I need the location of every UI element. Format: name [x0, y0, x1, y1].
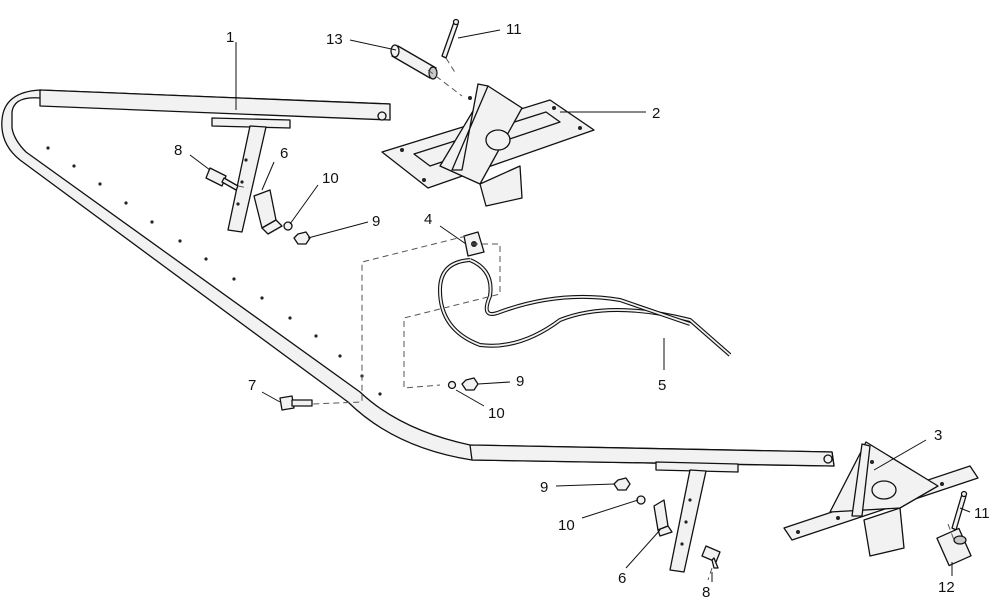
cotter-pin-upper [441, 18, 460, 59]
callout-5: 5 [658, 377, 666, 394]
upper-mount-bracket [381, 83, 595, 207]
callout-11-lower: 11 [974, 505, 990, 522]
callout-9-upper: 9 [372, 213, 380, 230]
washer-10-mid [447, 380, 457, 390]
bracket-6-upper [253, 189, 283, 235]
callout-1: 1 [226, 29, 234, 46]
callout-3: 3 [934, 427, 942, 444]
callout-10-lower: 10 [558, 517, 575, 534]
callout-labels: 1 2 3 4 5 6 6 7 8 8 9 9 9 10 10 10 11 11… [174, 21, 990, 601]
lower-mount-bracket [783, 441, 979, 557]
callout-8-lower: 8 [702, 584, 710, 601]
nut-9-upper [293, 231, 311, 245]
callout-4: 4 [424, 211, 432, 228]
pin-13 [390, 44, 438, 80]
callout-6-lower: 6 [618, 570, 626, 587]
callout-13: 13 [326, 31, 343, 48]
callout-11-upper: 11 [506, 21, 522, 38]
bolt-7 [279, 395, 313, 411]
nut-9-mid [461, 377, 479, 391]
callout-12: 12 [938, 579, 955, 596]
bolt-8-upper [205, 167, 239, 191]
cotter-pin-lower [951, 490, 968, 531]
pin-12 [936, 527, 972, 567]
spring-tine [437, 258, 732, 357]
callout-10-upper: 10 [322, 170, 339, 187]
callout-10-mid: 10 [488, 405, 505, 422]
callout-9-mid: 9 [516, 373, 524, 390]
assembly-guide-lines [237, 57, 955, 581]
washer-10-lower [636, 495, 646, 505]
callout-2: 2 [652, 105, 660, 122]
callout-6-upper: 6 [280, 145, 288, 162]
callout-8-upper: 8 [174, 142, 182, 159]
callout-7: 7 [248, 377, 256, 394]
callout-9-lower: 9 [540, 479, 548, 496]
main-frame [1, 89, 835, 573]
nut-9-lower [613, 477, 631, 491]
leader-lines [189, 29, 971, 582]
bolt-8-lower [701, 545, 721, 569]
bracket-6-lower [653, 499, 673, 537]
